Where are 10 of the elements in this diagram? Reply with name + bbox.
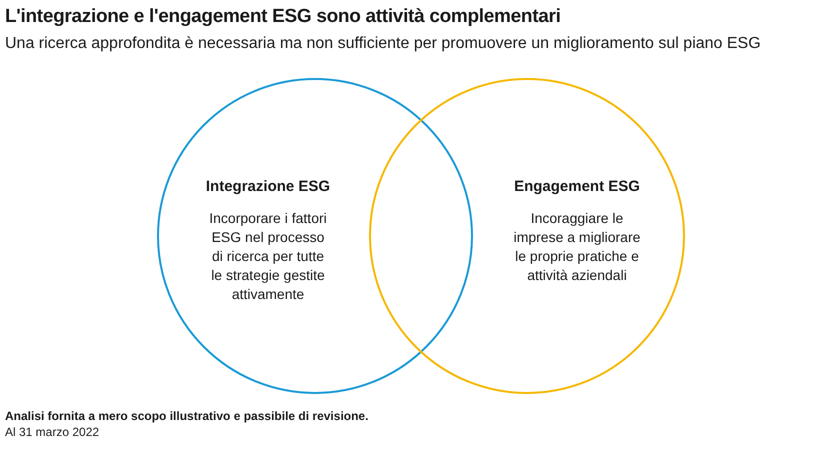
chart-subtitle: Una ricerca approfondita è necessaria ma non sufficiente per promuovere un miglioramento sul piano ESG	[5, 35, 761, 53]
circle-heading: Engagement ESG	[514, 178, 640, 195]
disclaimer-note: Analisi fornita a mero scopo illustrativo e passibile di revisione.	[5, 409, 368, 423]
venn-circle	[369, 78, 685, 394]
chart-title: L'integrazione e l'engagement ESG sono attività complementari	[5, 6, 561, 28]
circle-heading: Integrazione ESG	[206, 178, 330, 195]
date-note: Al 31 marzo 2022	[5, 425, 100, 439]
circle-description: Incoraggiare le imprese a migliorare le proprie pratiche e attività aziendali	[512, 209, 642, 285]
venn-circle	[157, 78, 473, 394]
circle-description: Incorporare i fattori ESG nel processo di ricerca per tutte le strategie gestite attivamente	[208, 209, 328, 304]
